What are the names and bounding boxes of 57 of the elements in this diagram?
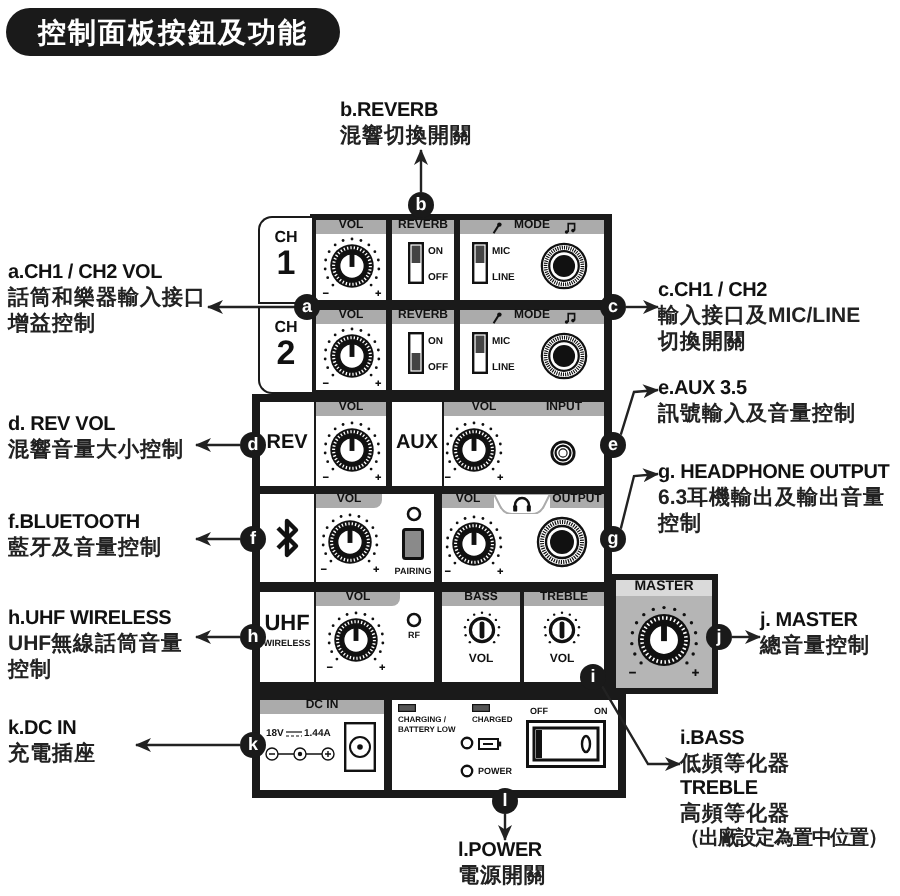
panel-label: 1 <box>276 246 296 282</box>
callout-arrow <box>195 630 240 644</box>
annotation-heading: j. MASTER <box>760 610 860 633</box>
annotation-heading: k.DC IN <box>8 718 79 741</box>
callout-arrow <box>195 438 240 452</box>
callout-marker: j <box>706 624 732 650</box>
annotation-text: 訊號輸入及音量控制 <box>658 402 858 428</box>
callout-marker: c <box>600 294 626 320</box>
panel-label: CH <box>274 228 298 246</box>
annotation-text: 混響切換開關 <box>340 124 474 150</box>
panel-label: UHF <box>264 612 310 636</box>
annotation-text: 電源開關 <box>458 864 548 890</box>
annotation-heading: f.BLUETOOTH <box>8 512 142 535</box>
callout-marker: f <box>240 526 266 552</box>
callout-arrow <box>207 300 294 314</box>
panel-label: CH <box>274 318 298 336</box>
annotation-text: UHF無線話筒音量控制 <box>8 632 186 684</box>
panel-label: 2 <box>276 336 296 372</box>
annotation-heading: TREBLE <box>680 778 760 801</box>
callout-arrow <box>414 149 428 192</box>
panel-label: AUX <box>395 432 439 456</box>
annotation-heading: e.AUX 3.5 <box>658 378 749 402</box>
callout-marker: e <box>600 432 626 458</box>
annotation-text: 輸入接口及MIC/LINE切換開關 <box>658 304 863 356</box>
title-banner: 控制面板按鈕及功能 <box>6 8 340 56</box>
annotation-heading: a.CH1 / CH2 VOL <box>8 262 165 286</box>
annotation-text: 6.3耳機輸出及輸出音量控制 <box>658 486 888 538</box>
annotation-heading: l.POWER <box>458 840 544 864</box>
panel-label: REV <box>266 432 308 456</box>
callout-arrow <box>732 630 761 644</box>
callout-arrow <box>619 384 659 435</box>
annotation-text: 總音量控制 <box>760 634 872 660</box>
callout-marker: b <box>408 192 434 218</box>
annotation-heading: g. HEADPHONE OUTPUT <box>658 462 892 485</box>
callout-arrow <box>135 738 240 752</box>
callout-arrow <box>498 814 512 841</box>
annotation-note: （出廠設定為置中位置） <box>680 828 889 852</box>
annotation-text: 高頻等化器 <box>680 802 792 826</box>
annotation-text: 充電插座 <box>8 742 98 768</box>
annotation-text: 混響音量大小控制 <box>8 438 186 464</box>
callout-arrow <box>601 685 681 771</box>
annotation-heading: d. REV VOL <box>8 414 118 437</box>
callout-marker: d <box>240 432 266 458</box>
annotation-text: 藍牙及音量控制 <box>8 536 164 562</box>
callout-marker: l <box>492 788 518 814</box>
annotation-heading: i.BASS <box>680 728 747 752</box>
callout-marker: g <box>600 526 626 552</box>
annotation-heading: c.CH1 / CH2 <box>658 280 769 304</box>
annotation-text: 話筒和樂器輸入接口增益控制 <box>8 286 208 338</box>
annotation-heading: b.REVERB <box>340 100 440 124</box>
annotation-heading: h.UHF WIRELESS <box>8 608 174 631</box>
callout-arrow <box>619 468 659 529</box>
callout-arrow <box>195 532 240 546</box>
callout-arrow <box>626 300 659 314</box>
callout-marker: k <box>240 732 266 758</box>
annotation-text: 低頻等化器 <box>680 752 792 778</box>
callout-marker: h <box>240 624 266 650</box>
